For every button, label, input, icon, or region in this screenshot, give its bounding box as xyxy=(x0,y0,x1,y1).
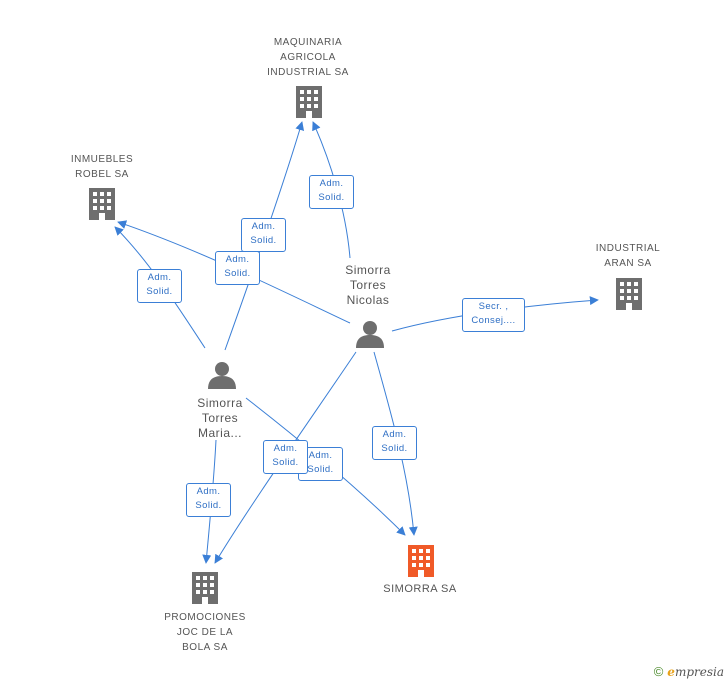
brand-logo-text: mpresia xyxy=(674,665,724,679)
copyright-icon: © xyxy=(653,664,664,679)
edge-label-maria-inmuebles[interactable]: Adm. Solid. xyxy=(137,269,182,303)
edge-label-nicolas-promociones[interactable]: Adm. Solid. xyxy=(263,440,308,474)
person-icon[interactable] xyxy=(356,321,384,348)
building-icon[interactable] xyxy=(192,572,218,604)
building-icon[interactable] xyxy=(616,278,642,310)
edge-label-nicolas-industrial-aran[interactable]: Secr. , Consej.... xyxy=(462,298,525,332)
edge-label-nicolas-simorra-sa[interactable]: Adm. Solid. xyxy=(372,426,417,460)
company-label-maquinaria: MAQUINARIA AGRICOLA INDUSTRIAL SA xyxy=(267,37,349,78)
building-icon[interactable] xyxy=(296,86,322,118)
company-label-promociones: PROMOCIONES JOC DE LA BOLA SA xyxy=(164,612,246,653)
building-icon[interactable] xyxy=(89,188,115,220)
edge-label-maria-promociones[interactable]: Adm. Solid. xyxy=(186,483,231,517)
company-label-simorra-sa: SIMORRA SA xyxy=(383,583,457,595)
edge-label-maria-maquinaria[interactable]: Adm. Solid. xyxy=(241,218,286,252)
person-label-maria: Simorra Torres Maria... xyxy=(197,396,243,440)
edge-label-nicolas-maquinaria[interactable]: Adm. Solid. xyxy=(309,175,354,209)
building-icon[interactable] xyxy=(408,545,434,577)
company-label-industrial-aran: INDUSTRIAL ARAN SA xyxy=(595,243,661,269)
brand-footer[interactable]: ©empresia xyxy=(654,664,724,679)
company-label-inmuebles: INMUEBLES ROBEL SA xyxy=(70,154,134,180)
person-icon[interactable] xyxy=(208,362,236,389)
edge-label-nicolas-inmuebles[interactable]: Adm. Solid. xyxy=(215,251,260,285)
person-label-nicolas: Simorra Torres Nicolas xyxy=(345,263,391,307)
brand-logo-e: e xyxy=(667,665,675,679)
